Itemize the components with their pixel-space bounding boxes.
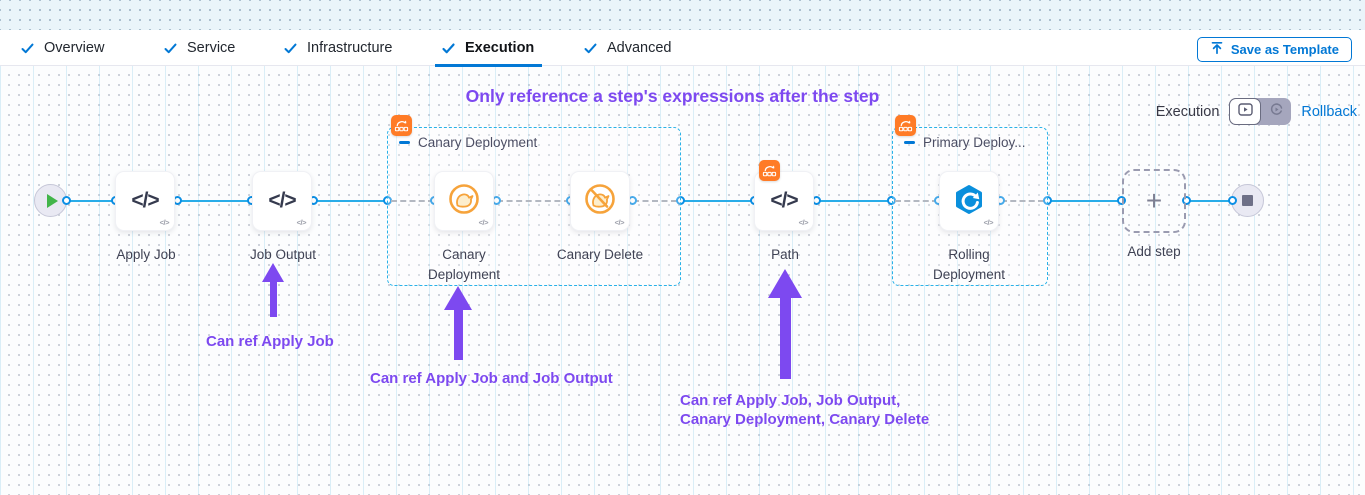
annotation-arrow-path	[768, 269, 802, 379]
code-badge-icon: </>	[614, 218, 625, 227]
execution-toggle-segment[interactable]	[1229, 98, 1262, 125]
upload-icon	[1210, 41, 1224, 58]
connector-point[interactable]	[1228, 195, 1237, 205]
collapse-icon[interactable]	[904, 141, 915, 144]
stop-icon	[1242, 195, 1253, 206]
rollback-steps-badge[interactable]	[759, 160, 780, 181]
annotation-ref-path: Can ref Apply Job, Job Output, Canary De…	[680, 391, 929, 429]
group-title: Canary Deployment	[418, 135, 538, 150]
connector	[812, 195, 896, 205]
connector	[1182, 195, 1237, 205]
tab-label: Overview	[44, 40, 105, 56]
step-label-job-output: Job Output	[249, 247, 317, 262]
save-as-template-label: Save as Template	[1230, 42, 1339, 57]
canary-delete-icon	[582, 181, 618, 222]
code-badge-icon: </>	[983, 218, 994, 227]
tab-label: Infrastructure	[307, 40, 393, 56]
step-node-canary-delete[interactable]: </>	[570, 171, 630, 231]
annotation-ref-apply-job: Can ref Apply Job	[206, 333, 334, 350]
stage-tabbar: Overview Service Infrastructure Executio…	[0, 30, 1365, 67]
rollback-link[interactable]: Rollback	[1301, 103, 1357, 120]
rollback-steps-badge[interactable]	[895, 115, 916, 136]
annotation-arrow-canary-deployment	[444, 286, 472, 360]
add-step-button[interactable]: +	[1122, 169, 1186, 233]
code-icon: </>	[131, 189, 159, 212]
pipeline-start-node[interactable]	[34, 184, 67, 217]
plus-icon: +	[1145, 185, 1163, 216]
code-badge-icon: </>	[296, 218, 307, 227]
connector	[309, 195, 392, 205]
annotation-ref-path-line1: Can ref Apply Job, Job Output,	[680, 392, 901, 409]
connector-point[interactable]	[1182, 195, 1191, 205]
code-icon: </>	[770, 189, 798, 212]
code-badge-icon: </>	[478, 218, 489, 227]
connector	[173, 195, 256, 205]
annotation-ref-path-line2: Canary Deployment, Canary Delete	[680, 411, 930, 428]
code-icon: </>	[268, 189, 296, 212]
annotation-arrow-job-output	[262, 263, 284, 317]
execution-mode-label: Execution	[1155, 103, 1220, 120]
execution-rollback-toggle[interactable]	[1229, 98, 1292, 125]
execution-rollback-switcher: Execution Rollback	[1156, 98, 1357, 125]
add-step-label: Add step	[1127, 244, 1181, 259]
check-icon	[163, 41, 178, 56]
step-node-path[interactable]: </> </>	[754, 171, 814, 231]
annotation-heading: Only reference a step's expressions afte…	[465, 86, 880, 106]
rollback-icon	[1269, 102, 1284, 122]
step-node-canary-deployment[interactable]: </>	[434, 171, 494, 231]
collapse-icon[interactable]	[399, 141, 410, 144]
step-node-job-output[interactable]: </> </>	[252, 171, 312, 231]
step-node-rolling-deployment[interactable]: </>	[939, 171, 999, 231]
canvas-top-strip	[0, 0, 1365, 30]
rollback-toggle-segment[interactable]	[1261, 102, 1291, 122]
code-badge-icon: </>	[798, 218, 809, 227]
step-label-path: Path	[771, 247, 799, 262]
pipeline-canvas[interactable]: Only reference a step's expressions afte…	[0, 66, 1365, 495]
step-node-apply-job[interactable]: </> </>	[115, 171, 175, 231]
check-icon	[441, 41, 456, 56]
step-label-apply-job: Apply Job	[116, 247, 176, 262]
annotation-ref-apply-job-output: Can ref Apply Job and Job Output	[370, 370, 613, 387]
step-label-rolling-deployment: Rolling Deployment	[932, 247, 1006, 282]
group-header-primary[interactable]: Primary Deploy...	[904, 135, 1026, 150]
connector-point[interactable]	[1117, 195, 1126, 205]
check-icon	[20, 41, 35, 56]
tab-overview[interactable]: Overview	[20, 30, 104, 66]
connector	[62, 195, 120, 205]
group-title: Primary Deploy...	[923, 135, 1026, 150]
execution-icon	[1238, 102, 1253, 121]
tab-service[interactable]: Service	[163, 30, 235, 66]
connector	[676, 195, 759, 205]
group-header-canary[interactable]: Canary Deployment	[399, 135, 537, 150]
tab-label: Service	[187, 40, 236, 56]
play-icon	[46, 193, 58, 208]
connector-point[interactable]	[62, 195, 71, 205]
check-icon	[583, 41, 598, 56]
rollback-steps-badge[interactable]	[391, 115, 412, 136]
tab-execution[interactable]: Execution	[434, 30, 543, 67]
rolling-deployment-icon	[951, 181, 987, 222]
canary-deployment-icon	[446, 181, 482, 222]
check-icon	[283, 41, 298, 56]
save-as-template-button[interactable]: Save as Template	[1196, 37, 1352, 62]
tab-infrastructure[interactable]: Infrastructure	[283, 30, 392, 66]
tab-label: Execution	[465, 40, 535, 56]
step-label-canary-deployment: Canary Deployment	[427, 247, 501, 282]
step-label-canary-delete: Canary Delete	[556, 247, 644, 262]
tab-label: Advanced	[607, 40, 672, 56]
connector	[1043, 195, 1126, 205]
code-badge-icon: </>	[159, 218, 170, 227]
tab-advanced[interactable]: Advanced	[583, 30, 672, 66]
